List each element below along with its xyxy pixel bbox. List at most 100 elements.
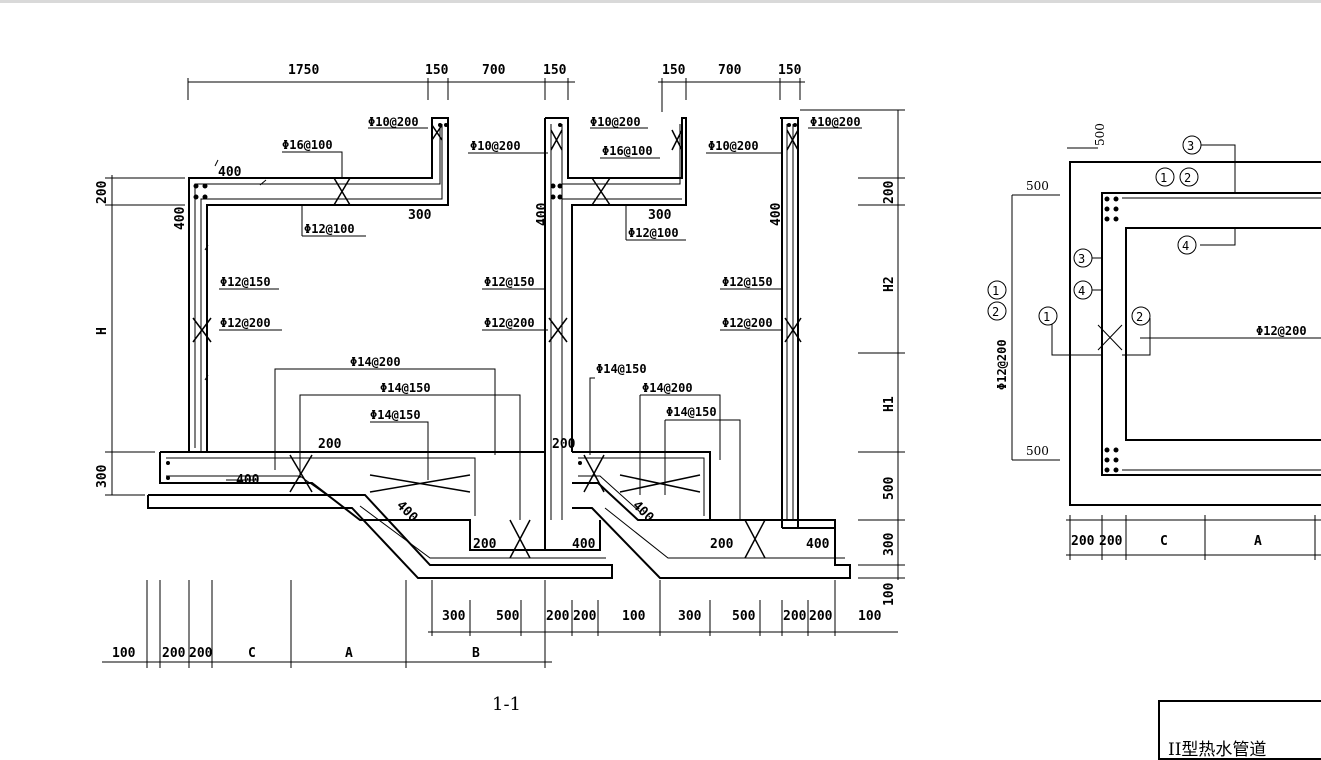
detail-drawing xyxy=(1069,161,1321,506)
title-block: II型热水管道 xyxy=(1158,700,1321,760)
haunch-300-a: 300 xyxy=(408,208,432,223)
balloon-3-side: 3 xyxy=(1078,252,1085,266)
balloon-4-side: 4 xyxy=(1078,284,1085,298)
detail-rebar-left: Φ12@200 xyxy=(995,339,1009,390)
dim-150-c: 150 xyxy=(662,63,686,78)
dim-left-h: H xyxy=(95,327,110,335)
detail-dim-a: A xyxy=(1254,534,1262,549)
haunch-200-c: 200 xyxy=(473,537,497,552)
dim-wall-400-left: 400 xyxy=(173,206,188,230)
detail-balloons xyxy=(987,135,1202,326)
dim-right-h2: H2 xyxy=(882,276,897,292)
dim-left-200: 200 xyxy=(95,180,110,204)
haunch-400-c: 400 xyxy=(572,537,596,552)
right-dimension-text: 200 H2 H1 500 300 100 xyxy=(882,180,897,606)
rebar-label-14-150-a: Φ14@150 xyxy=(380,381,431,395)
detail-text: 500 500 500 Φ12@200 Φ12@200 200 200 C A xyxy=(995,123,1307,549)
detail-rebar-mid: Φ12@200 xyxy=(1256,324,1307,338)
dim-bot-b: B xyxy=(472,646,480,661)
haunch-400-d: 400 xyxy=(806,537,830,552)
dim-700-a: 700 xyxy=(482,63,506,78)
rebar-label-10-200-e: Φ10@200 xyxy=(810,115,861,129)
dim-1750: 1750 xyxy=(288,63,319,78)
rebar-label-12-200-c: Φ12@200 xyxy=(722,316,773,330)
dim-150-a: 150 xyxy=(425,63,449,78)
balloon-1-top: 1 xyxy=(1160,171,1167,185)
rebar-label-12-150-c: Φ12@150 xyxy=(722,275,773,289)
concrete-outline xyxy=(147,117,851,579)
dim-700-b: 700 xyxy=(718,63,742,78)
haunch-200-a: 200 xyxy=(318,437,342,452)
rebar-label-12-200-a: Φ12@200 xyxy=(220,316,271,330)
detail-dim-500-a: 500 xyxy=(1026,179,1049,193)
dim-bot-c: C xyxy=(248,646,256,661)
dim-bot-100-b: 100 xyxy=(622,609,646,624)
dim-bot-a: A xyxy=(345,646,353,661)
dim-wall-400-mid: 400 xyxy=(535,202,550,226)
haunch-400-diag-b: 400 xyxy=(629,498,656,525)
rebar-lines xyxy=(166,124,845,559)
dim-bot-200-f: 200 xyxy=(809,609,833,624)
rebar-label-14-200-b: Φ14@200 xyxy=(642,381,693,395)
detail-dim-c: C xyxy=(1160,534,1168,549)
cross-ties xyxy=(192,124,802,559)
balloon-3-top: 3 xyxy=(1187,139,1194,153)
balloon-2-left: 2 xyxy=(992,305,999,319)
dim-right-h1: H1 xyxy=(882,396,897,412)
dim-bot-500-b: 500 xyxy=(732,609,756,624)
rebar-label-10-200-b: Φ10@200 xyxy=(470,139,521,153)
rebar-label-14-200-a: Φ14@200 xyxy=(350,355,401,369)
rebar-label-10-200-a: Φ10@200 xyxy=(368,115,419,129)
rebar-label-10-200-c: Φ10@200 xyxy=(590,115,641,129)
rebar-label-12-100-a: Φ12@100 xyxy=(304,222,355,236)
rebar-label-12-100-b: Φ12@100 xyxy=(628,226,679,240)
dim-bot-200-b: 200 xyxy=(189,646,213,661)
detail-balloon-text: 3 1 2 4 3 4 1 2 1 2 xyxy=(992,139,1194,324)
detail-dim-200-a: 200 xyxy=(1071,534,1095,549)
rebar-label-14-150-c: Φ14@150 xyxy=(596,362,647,376)
haunch-400-base: 400 xyxy=(236,473,260,488)
rebar-dots xyxy=(166,123,797,480)
haunch-400-diag-a: 400 xyxy=(393,498,420,525)
top-border xyxy=(0,0,1321,3)
rebar-label-14-150-b: Φ14@150 xyxy=(370,408,421,422)
title-block-text: II型热水管道 xyxy=(1168,740,1267,760)
dim-bot-300-b: 300 xyxy=(678,609,702,624)
dim-bot-200-e: 200 xyxy=(783,609,807,624)
dim-bot-500-a: 500 xyxy=(496,609,520,624)
rebar-label-10-200-d: Φ10@200 xyxy=(708,139,759,153)
balloon-1-mid: 1 xyxy=(1043,310,1050,324)
rebar-label-12-150-a: Φ12@150 xyxy=(220,275,271,289)
haunch-200-d: 200 xyxy=(710,537,734,552)
section-label: 1-1 xyxy=(492,694,521,715)
rebar-label-16-100-b: Φ16@100 xyxy=(602,144,653,158)
dim-bot-100-c: 100 xyxy=(858,609,882,624)
balloon-1-left: 1 xyxy=(992,284,999,298)
haunch-200-b: 200 xyxy=(552,437,576,452)
haunch-text: 400 300 300 400 200 200 200 400 200 400 … xyxy=(218,165,830,552)
rebar-label-16-100-a: Φ16@100 xyxy=(282,138,333,152)
dim-right-500: 500 xyxy=(882,476,897,500)
balloon-2-mid: 2 xyxy=(1136,310,1143,324)
dim-bot-200-c: 200 xyxy=(546,609,570,624)
dim-right-100: 100 xyxy=(882,582,897,606)
dim-right-300: 300 xyxy=(882,532,897,556)
haunch-300-b: 300 xyxy=(648,208,672,223)
dim-right-200: 200 xyxy=(882,180,897,204)
dimension-lines xyxy=(102,78,905,668)
dim-bot-100: 100 xyxy=(112,646,136,661)
balloon-2-top: 2 xyxy=(1184,171,1191,185)
detail-dim-500-b: 500 xyxy=(1026,444,1049,458)
dim-bot-200-d: 200 xyxy=(573,609,597,624)
leader-lines xyxy=(219,127,862,520)
dim-wall-400-right: 400 xyxy=(769,202,784,226)
balloon-4-top: 4 xyxy=(1182,239,1189,253)
top-dimension-text: 1750 150 700 150 150 700 150 xyxy=(288,63,802,78)
rebar-label-12-150-b: Φ12@150 xyxy=(484,275,535,289)
rebar-label-12-200-b: Φ12@200 xyxy=(484,316,535,330)
dim-150-d: 150 xyxy=(778,63,802,78)
detail-leaders xyxy=(1011,144,1321,560)
left-dimension-text: 200 H 300 400 400 400 xyxy=(95,180,784,488)
dim-left-300: 300 xyxy=(95,464,110,488)
